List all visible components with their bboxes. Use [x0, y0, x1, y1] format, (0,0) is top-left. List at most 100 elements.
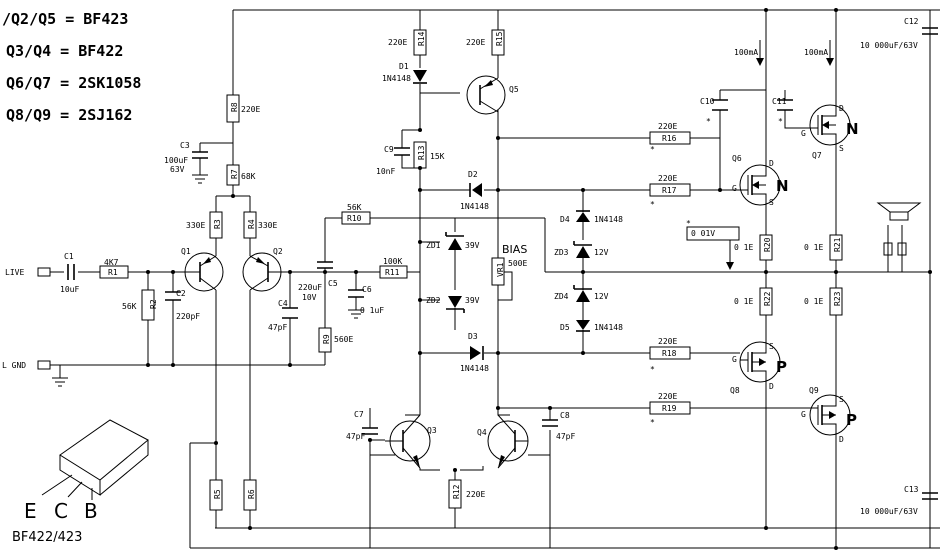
capacitor-c12 — [922, 27, 938, 35]
value-r16: 220E — [658, 122, 677, 131]
speaker-icon — [876, 202, 922, 256]
pin-g: G — [732, 355, 737, 364]
label-d1: D1 — [399, 62, 409, 71]
grounds — [52, 174, 364, 387]
value-r14: 220E — [388, 38, 407, 47]
label-zd3: ZD3 — [554, 248, 569, 257]
label-c7: C7 — [354, 410, 364, 419]
transistor-package-drawing — [41, 419, 149, 500]
value-test-voltage: 0 01V — [691, 229, 715, 238]
capacitor-c6 — [348, 289, 364, 298]
mosfet-q8 — [739, 341, 781, 383]
label-c11: C11 — [772, 97, 787, 106]
mark-star: * — [686, 219, 691, 228]
arrow-down-icon — [826, 58, 834, 66]
label-vr1: VR1 — [496, 262, 505, 277]
label-r18: R18 — [662, 349, 677, 358]
label-c2: C2 — [176, 289, 186, 298]
resistor-r22 — [759, 287, 773, 316]
label-r22: R22 — [763, 291, 772, 306]
label-c9: C9 — [384, 145, 394, 154]
legend: /Q2/Q5 = BF423 Q3/Q4 = BF422 Q6/Q7 = 2SK… — [2, 10, 141, 124]
capacitor-c7 — [362, 427, 378, 435]
value-r21: 0 1E — [804, 243, 823, 252]
arrow-down-icon — [756, 58, 764, 66]
label-r13: R13 — [417, 145, 426, 160]
resistor-r18 — [649, 346, 691, 360]
label-q2: Q2 — [273, 247, 283, 256]
resistor-r9 — [318, 327, 332, 353]
value-r4: 330E — [258, 221, 277, 230]
value-d1: 1N4148 — [382, 74, 411, 83]
transistor-q3 — [385, 414, 431, 469]
value-r9: 560E — [334, 335, 353, 344]
transistor-q1 — [184, 252, 224, 292]
label-q5: Q5 — [509, 85, 519, 94]
resistor-r16 — [649, 131, 691, 145]
resistor-r10 — [341, 211, 371, 225]
pin-s: S — [839, 144, 844, 153]
resistor-r1 — [99, 265, 129, 279]
value-c5: 220uF — [298, 283, 322, 292]
value-zd4: 12V — [594, 292, 609, 301]
resistor-r5 — [209, 479, 223, 511]
label-r21: R21 — [833, 237, 842, 252]
ground-symbol — [52, 377, 68, 387]
diode-d2 — [472, 183, 482, 197]
legend-line-4: Q8/Q9 = 2SJ162 — [6, 106, 132, 124]
type-p-q8: P — [776, 358, 787, 376]
diode-d3 — [470, 346, 481, 360]
value-zd2: 39V — [465, 296, 480, 305]
zener-zd2 — [448, 296, 462, 308]
test-voltage-box — [686, 226, 740, 241]
mosfet-q9 — [809, 394, 851, 436]
value-r19: 220E — [658, 392, 677, 401]
value-c2: 220pF — [176, 312, 200, 321]
value-zd1: 39V — [465, 241, 480, 250]
value-c7: 47pF — [346, 432, 365, 441]
mosfets — [739, 100, 851, 436]
resistor-r23 — [829, 287, 843, 316]
value-c6: 0 1uF — [360, 306, 384, 315]
label-q6: Q6 — [732, 154, 742, 163]
label-d4: D4 — [560, 215, 570, 224]
label-r15: R15 — [495, 31, 504, 46]
pin-s: S — [839, 395, 844, 404]
resistor-r17 — [649, 183, 691, 197]
pin-g: G — [732, 184, 737, 193]
capacitor-c2 — [165, 291, 181, 301]
label-c10: C10 — [700, 97, 715, 106]
resistor-r14 — [413, 29, 427, 56]
value-current-1: 100mA — [734, 48, 758, 57]
value-d2: 1N4148 — [460, 202, 489, 211]
legend-line-3: Q6/Q7 = 2SK1058 — [6, 74, 141, 92]
capacitor-c3 — [192, 151, 208, 159]
arrow-down-icon — [726, 262, 734, 270]
gnd-terminal — [37, 360, 51, 370]
resistor-r2 — [141, 289, 155, 321]
label-r17: R17 — [662, 186, 677, 195]
type-n-q7: N — [846, 120, 859, 138]
current-arrows — [726, 58, 834, 270]
value-r8: 220E — [241, 105, 260, 114]
capacitor-c4 — [282, 307, 298, 319]
value-c3-voltage: 63V — [170, 165, 185, 174]
mark-star: * — [650, 200, 655, 209]
zener-zd4 — [576, 290, 590, 302]
mark-star: * — [706, 117, 711, 126]
value-c4: 47pF — [268, 323, 287, 332]
value-r15: 220E — [466, 38, 485, 47]
value-r12: 220E — [466, 490, 485, 499]
label-r11: R11 — [385, 268, 400, 277]
capacitor-c10 — [712, 99, 728, 111]
value-r20: 0 1E — [734, 243, 753, 252]
value-r22: 0 1E — [734, 297, 753, 306]
value-c12: 10 000uF/63V — [860, 41, 918, 50]
label-c13: C13 — [904, 485, 919, 494]
capacitor-c11 — [777, 99, 793, 111]
value-vr1: 500E — [508, 259, 527, 268]
pin-b-label: B — [84, 499, 98, 523]
capacitor-c5 — [317, 261, 333, 269]
label-r20: R20 — [763, 237, 772, 252]
